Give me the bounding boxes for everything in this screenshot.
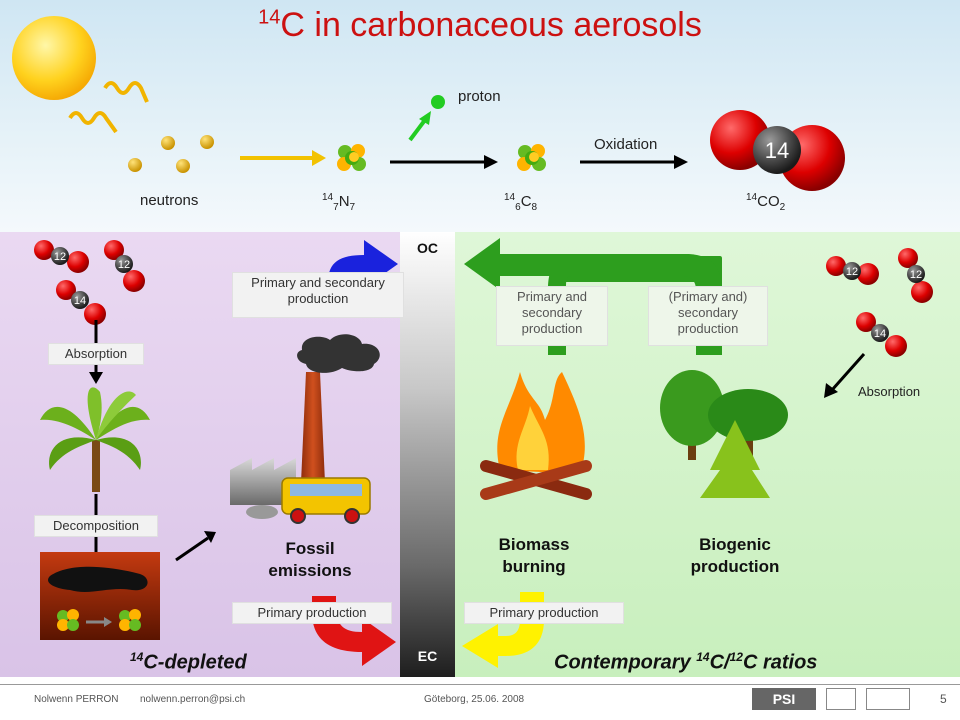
biogenic-label: Biogenic production [690, 535, 780, 576]
depleted-caption: 14C-depleted [130, 650, 247, 674]
footer-author: Nolwenn PERRON [34, 694, 119, 705]
absorption-arrow-icon [89, 372, 103, 384]
decomposition-label: Decomposition [34, 515, 158, 537]
absorption-arrow-icon [824, 383, 838, 398]
lab-logo [826, 688, 856, 710]
co2-14-molecule-icon [856, 312, 907, 357]
trees-icon [660, 370, 788, 498]
molecule-label: 14 [874, 328, 886, 340]
radiation-wave-icon [103, 81, 149, 103]
carbon-nucleus-icon [517, 144, 546, 171]
oxidation-label: Oxidation [594, 136, 658, 153]
fossil-emissions-label: Fossil emissions [268, 539, 352, 580]
co2-label: 14CO2 [746, 192, 786, 213]
footer-place-date: Göteborg, 25.06. 2008 [424, 694, 525, 705]
carbon-label: 146C8 [504, 192, 538, 213]
biomass-burning-label: Biomass burning [498, 535, 570, 576]
transition-arrow-icon [484, 155, 498, 169]
footer-divider [0, 684, 960, 685]
contemporary-caption: Contemporary 14C/12C ratios [554, 650, 818, 674]
page-number: 5 [940, 692, 947, 706]
ec-label: EC [417, 648, 438, 664]
sun-icon [12, 16, 96, 100]
absorption-label: Absorption [48, 343, 144, 365]
molecule-label: 14 [74, 295, 86, 307]
bus-icon [281, 477, 371, 524]
neutrons-label: neutrons [140, 192, 199, 209]
co2-molecule-icon [710, 110, 845, 191]
proton-label: proton [458, 88, 501, 105]
biomass-production-label: Primary and secondary production [496, 286, 608, 346]
nitrogen-nucleus-icon [337, 144, 366, 171]
factory-icon [230, 334, 380, 519]
radiation-wave-icon [68, 111, 118, 134]
biomass-primary-production-label: Primary production [464, 602, 624, 624]
biogenic-production-label: (Primary and) secondary production [648, 286, 768, 346]
fossil-primary-production-label: Primary production [232, 602, 392, 624]
fossil-deposit-icon [40, 552, 160, 640]
co2-12-molecule-icon [34, 240, 89, 273]
molecule-label: 12 [910, 269, 922, 281]
footer-email[interactable]: nolwenn.perron@psi.ch [140, 694, 246, 705]
university-logo [866, 688, 910, 710]
top-panel [0, 0, 960, 232]
fossil-production-label: Primary and secondary production [232, 272, 404, 318]
absorption-right-label: Absorption [858, 384, 921, 399]
smoke-cloud-icon [297, 334, 380, 373]
fire-icon [480, 372, 592, 500]
neutron-particles-icon [128, 135, 214, 173]
co2-14-molecule-icon [56, 280, 106, 325]
oc-ec-scale [400, 232, 455, 677]
co2-12-molecule-icon [826, 256, 879, 285]
fossil-arrow-icon [204, 531, 216, 543]
oxidation-arrow-icon [674, 155, 688, 169]
molecule-label: 12 [846, 266, 858, 278]
proton-icon [431, 95, 445, 109]
page-title: 14C in carbonaceous aerosols [258, 6, 702, 44]
psi-logo: PSI [752, 688, 816, 710]
co2-12-molecule-icon [104, 240, 145, 292]
molecule-label: 12 [118, 259, 130, 271]
oc-label: OC [417, 240, 438, 256]
co2-12-molecule-icon [898, 248, 933, 303]
nitrogen-label: 147N7 [322, 192, 356, 213]
plant-icon [40, 387, 150, 492]
co2-badge: 14 [765, 138, 789, 163]
molecule-label: 12 [54, 251, 66, 263]
